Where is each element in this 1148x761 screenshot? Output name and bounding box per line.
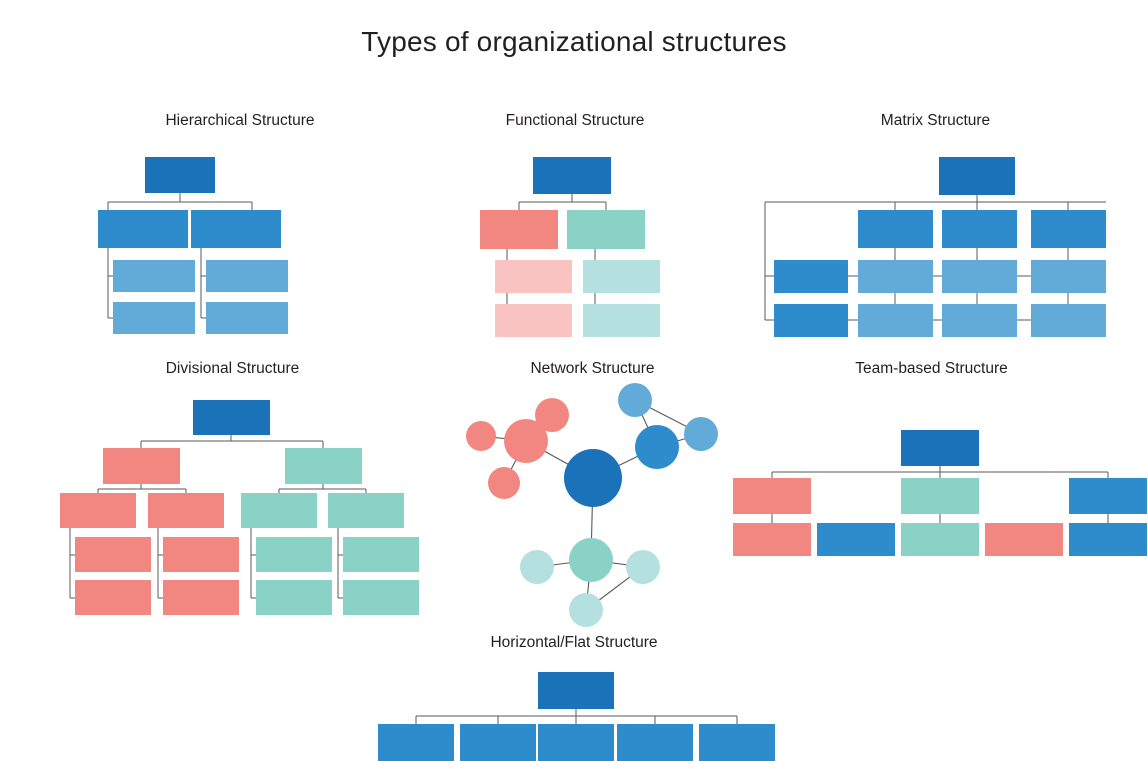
node-team-3 [1069,478,1147,514]
node-cell-1-3 [1031,260,1106,293]
node-col-3 [1031,210,1106,248]
node-root [901,430,979,466]
node-leaf-r2 [583,304,660,337]
node-leaf-r2b [343,580,419,615]
panel-hierarchical: Hierarchical Structure [90,112,390,342]
node-div-right [285,448,362,484]
node-mem-2 [817,523,895,556]
chart-team-based [715,360,1148,590]
node-team-1 [733,478,811,514]
node-mem-5 [1069,523,1147,556]
panel-title-hierarchical: Hierarchical Structure [165,112,315,129]
node-cell-2-1 [858,304,933,337]
node-peer-2 [460,724,536,761]
node-mem-4 [985,523,1063,556]
panel-title-functional: Functional Structure [505,112,645,129]
node-leaf-r2a [343,537,419,572]
node-branch-r [567,210,645,249]
node-leaf-r1 [583,260,660,293]
network-node-blue-b [684,417,718,451]
node-row-2 [774,304,848,337]
panel-matrix: Matrix Structure [763,112,1108,347]
node-branch-r [191,210,281,248]
panel-title-matrix: Matrix Structure [880,112,991,129]
chart-hierarchical [90,112,390,342]
chart-horizontal-flat [368,634,780,761]
network-node-teal-b [626,550,660,584]
node-peer-5 [699,724,775,761]
panel-title-team-based: Team-based Structure [855,360,1008,377]
network-node-hub-red [504,419,548,463]
panel-horizontal-flat: Horizontal/Flat Structure [368,634,780,761]
network-node-hub-blue [635,425,679,469]
node-row-1 [774,260,848,293]
panel-title-network: Network Structure [530,360,655,377]
node-leaf-l1 [495,260,572,293]
network-node-red-b [535,398,569,432]
node-sub-r1 [241,493,317,528]
node-mem-1 [733,523,811,556]
node-peer-1 [378,724,454,761]
page-title: Types of organizational structures [361,26,787,57]
network-node-hub-teal [569,538,613,582]
chart-matrix [763,112,1108,347]
node-peer-4 [617,724,693,761]
node-mem-3 [901,523,979,556]
panel-title-horizontal-flat: Horizontal/Flat Structure [490,634,658,651]
node-leaf-l2b [163,580,239,615]
node-leaf-r1b [256,580,332,615]
node-cell-2-3 [1031,304,1106,337]
node-leaf-l2a [163,537,239,572]
node-root [193,400,270,435]
node-root [533,157,611,194]
chart-functional [475,112,675,347]
node-sub-l1 [60,493,136,528]
network-node-red-c [488,467,520,499]
node-leaf-r1 [206,260,288,292]
node-peer-3 [538,724,614,761]
node-leaf-l1 [113,260,195,292]
node-root [538,672,614,709]
panel-divisional: Divisional Structure [45,360,420,620]
network-node-blue-a [618,383,652,417]
node-sub-l2 [148,493,224,528]
node-cell-1-2 [942,260,1017,293]
node-branch-l [480,210,558,249]
node-leaf-r2 [206,302,288,334]
panel-title-divisional: Divisional Structure [165,360,300,377]
node-col-2 [942,210,1017,248]
network-node-red-a [466,421,496,451]
network-node-teal-a [520,550,554,584]
panel-team-based: Team-based Structure [715,360,1148,590]
node-div-left [103,448,180,484]
node-team-2 [901,478,979,514]
network-graph [466,383,718,627]
node-root [145,157,215,193]
node-leaf-l2 [113,302,195,334]
network-node-teal-c [569,593,603,627]
chart-network [455,360,730,635]
node-leaf-l2 [495,304,572,337]
node-leaf-l1b [75,580,151,615]
chart-divisional [45,360,420,620]
node-leaf-r1a [256,537,332,572]
node-cell-2-2 [942,304,1017,337]
panel-network: Network Structure [455,360,730,635]
network-node-hub-center [564,449,622,507]
node-branch-l [98,210,188,248]
panel-functional: Functional Structure [475,112,675,347]
node-sub-r2 [328,493,404,528]
node-root [939,157,1015,195]
node-leaf-l1a [75,537,151,572]
node-cell-1-1 [858,260,933,293]
node-col-1 [858,210,933,248]
